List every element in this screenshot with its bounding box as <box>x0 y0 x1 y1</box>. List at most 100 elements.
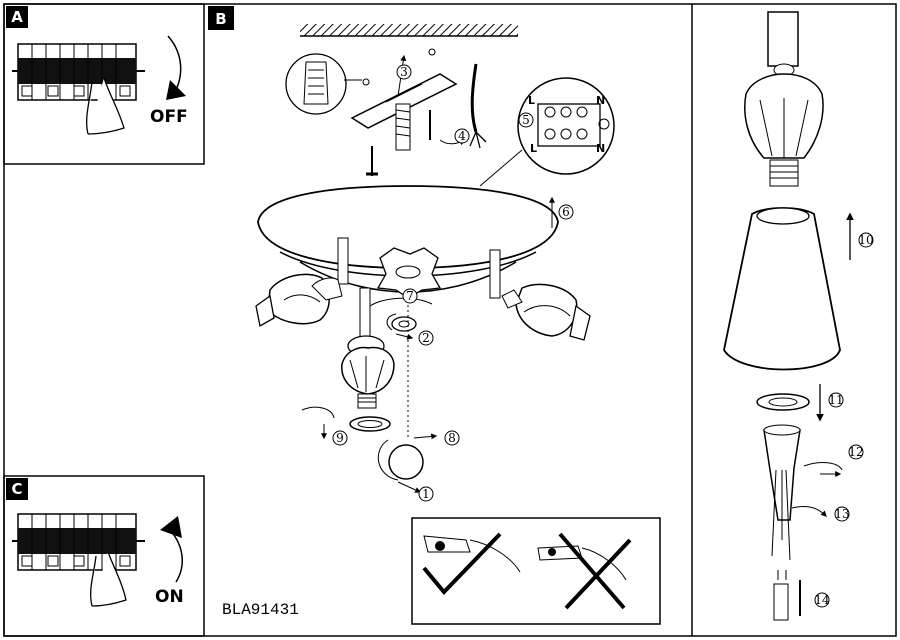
step-11: 11 <box>828 393 843 407</box>
shade-ring-inner <box>768 397 798 407</box>
terminal-screw <box>576 106 588 118</box>
panel-a-action: OFF <box>150 107 188 127</box>
terminal-screw <box>544 106 556 118</box>
terminal-neutral-top: N <box>596 94 605 107</box>
arrow-1 <box>397 481 422 493</box>
step-14: 14 <box>814 593 830 607</box>
switch-off-arrow <box>167 35 182 91</box>
rotate-arrow-7 <box>369 297 433 307</box>
ground-symbol-icon <box>598 118 610 130</box>
panel-a-badge <box>6 6 28 28</box>
handling-instructions-box <box>411 517 661 625</box>
rotate-arrow-2 <box>386 313 397 331</box>
panel-c-frame <box>3 475 205 637</box>
rotate-arrow-12 <box>803 462 843 471</box>
lock-ring <box>349 416 391 432</box>
breaker-box-off-icon <box>12 43 145 101</box>
switch-on-arrow <box>169 529 183 583</box>
arm-stem-front <box>359 287 371 341</box>
cable-wires <box>469 131 487 149</box>
callout-leader <box>479 149 523 187</box>
arm-stem-left <box>337 237 349 285</box>
terminal-screw <box>560 106 572 118</box>
terminal-live-top: L <box>528 94 535 107</box>
stud-thread <box>395 109 411 137</box>
center-nut <box>395 265 421 279</box>
terminal-live-bottom: L <box>530 142 537 155</box>
panel-b: B L N L N <box>208 6 661 625</box>
panel-c: C ON <box>3 475 205 637</box>
arm-tube <box>767 11 799 67</box>
step-4: 4 <box>458 129 466 143</box>
rotate-arrow-8 <box>377 439 399 481</box>
drill-hole-icon <box>428 48 436 56</box>
arrow-head-icon <box>166 80 186 100</box>
step-9: 9 <box>336 431 344 445</box>
supply-cable <box>470 63 478 133</box>
wall-plug-icon <box>303 61 329 105</box>
spot-right <box>501 283 591 341</box>
holder-petals <box>759 98 809 158</box>
wall-plug-ribs <box>308 69 324 95</box>
replacement-bulb-icon <box>773 583 789 621</box>
panel-b-badge <box>208 6 234 30</box>
arrow-8 <box>413 433 438 440</box>
step-markers: 3 4 5 6 7 2 9 8 1 <box>332 64 574 502</box>
panel-c-badge <box>6 478 28 500</box>
step-5: 5 <box>522 113 530 127</box>
panel-a: A OFF <box>3 3 205 165</box>
panel-a-frame <box>3 3 205 165</box>
breaker-box-on-icon <box>12 513 145 571</box>
hand-icon <box>86 77 125 135</box>
step-10: 10 <box>858 233 873 247</box>
step-6: 6 <box>562 205 570 219</box>
spot-left <box>255 273 343 328</box>
step-13: 13 <box>834 507 849 521</box>
panel-b-label: B <box>215 10 226 28</box>
drill-hole-icon <box>362 78 370 86</box>
checkmark-icon <box>422 532 502 595</box>
terminal-neutral-bottom: N <box>596 142 605 155</box>
rotate-arrow-9 <box>301 406 335 419</box>
bare-hand-wrong <box>537 532 632 610</box>
panel-c-label: C <box>11 480 22 498</box>
arrow-13 <box>791 505 827 517</box>
terminal-screw <box>576 128 588 140</box>
hex-nut-inner <box>398 320 410 328</box>
hand-icon <box>90 551 127 607</box>
panel-a-label: A <box>11 8 23 26</box>
terminal-block-icon <box>537 103 601 147</box>
hex-nut-icon <box>391 316 417 332</box>
arm-stem-right <box>489 249 501 299</box>
shade-ring <box>756 393 810 411</box>
bulb-pin-icon <box>777 570 787 580</box>
ceiling-hatch <box>300 24 518 36</box>
outer-frame <box>3 3 897 637</box>
glass-ball <box>388 444 424 480</box>
bulb-pins <box>771 469 791 561</box>
mounting-bracket <box>350 73 458 129</box>
panel-shade: 10 11 12 13 14 <box>723 11 874 621</box>
gloved-hand-correct <box>422 532 521 595</box>
terminal-screw <box>544 128 556 140</box>
step-8: 8 <box>448 431 456 445</box>
panel-c-action: ON <box>155 587 184 607</box>
shade-opening <box>756 207 810 225</box>
step-1: 1 <box>422 487 430 501</box>
step-7: 7 <box>406 289 414 303</box>
arrow-head-icon <box>160 516 182 538</box>
bulb-top <box>763 424 801 436</box>
lock-ring-inner <box>357 420 383 428</box>
cross-icon <box>558 532 632 610</box>
terminal-screw <box>560 128 572 140</box>
socket-thread-lines <box>770 165 798 179</box>
spot-front <box>341 335 395 409</box>
model-code: BLA91431 <box>222 601 299 619</box>
arrow-2 <box>395 333 414 340</box>
step-2: 2 <box>422 331 430 345</box>
step-3: 3 <box>400 65 408 79</box>
lamp-shade <box>723 207 841 371</box>
step-12: 12 <box>848 445 863 459</box>
socket-thread <box>769 159 799 187</box>
